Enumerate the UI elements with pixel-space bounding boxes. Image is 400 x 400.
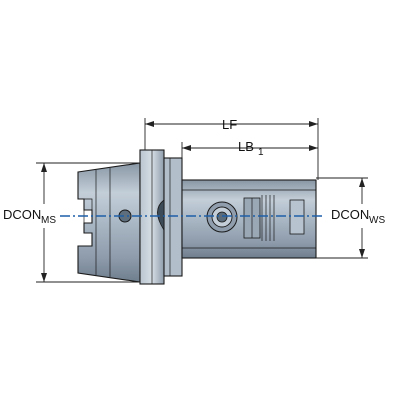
lf-dimension: LF <box>144 117 319 180</box>
dcon-ms-dimension: DCON MS <box>3 162 140 283</box>
dcon-ms-label: DCON <box>3 207 41 222</box>
dcon-ws-dimension: DCON WS <box>316 177 385 259</box>
lf-label: LF <box>222 117 237 132</box>
arrow-up-icon <box>41 163 47 172</box>
front-serrations <box>261 195 275 241</box>
lb-label: LB <box>238 139 254 154</box>
dcon-ws-label: DCON <box>331 207 369 222</box>
lb1-dimension: LB 1 <box>181 139 318 158</box>
lb-subscript: 1 <box>258 147 264 158</box>
dcon-ms-subscript: MS <box>41 215 56 226</box>
arrow-left-icon <box>145 121 154 127</box>
hsk-shank <box>77 162 141 283</box>
arrow-right-icon <box>309 145 318 151</box>
dcon-ws-subscript: WS <box>369 215 385 226</box>
flange <box>139 149 183 285</box>
arrow-right-icon <box>309 121 318 127</box>
main-body <box>181 179 317 259</box>
arrow-up-icon <box>359 178 365 187</box>
arrow-down-icon <box>359 249 365 258</box>
arrow-down-icon <box>41 273 47 282</box>
arrow-left-icon <box>182 145 191 151</box>
